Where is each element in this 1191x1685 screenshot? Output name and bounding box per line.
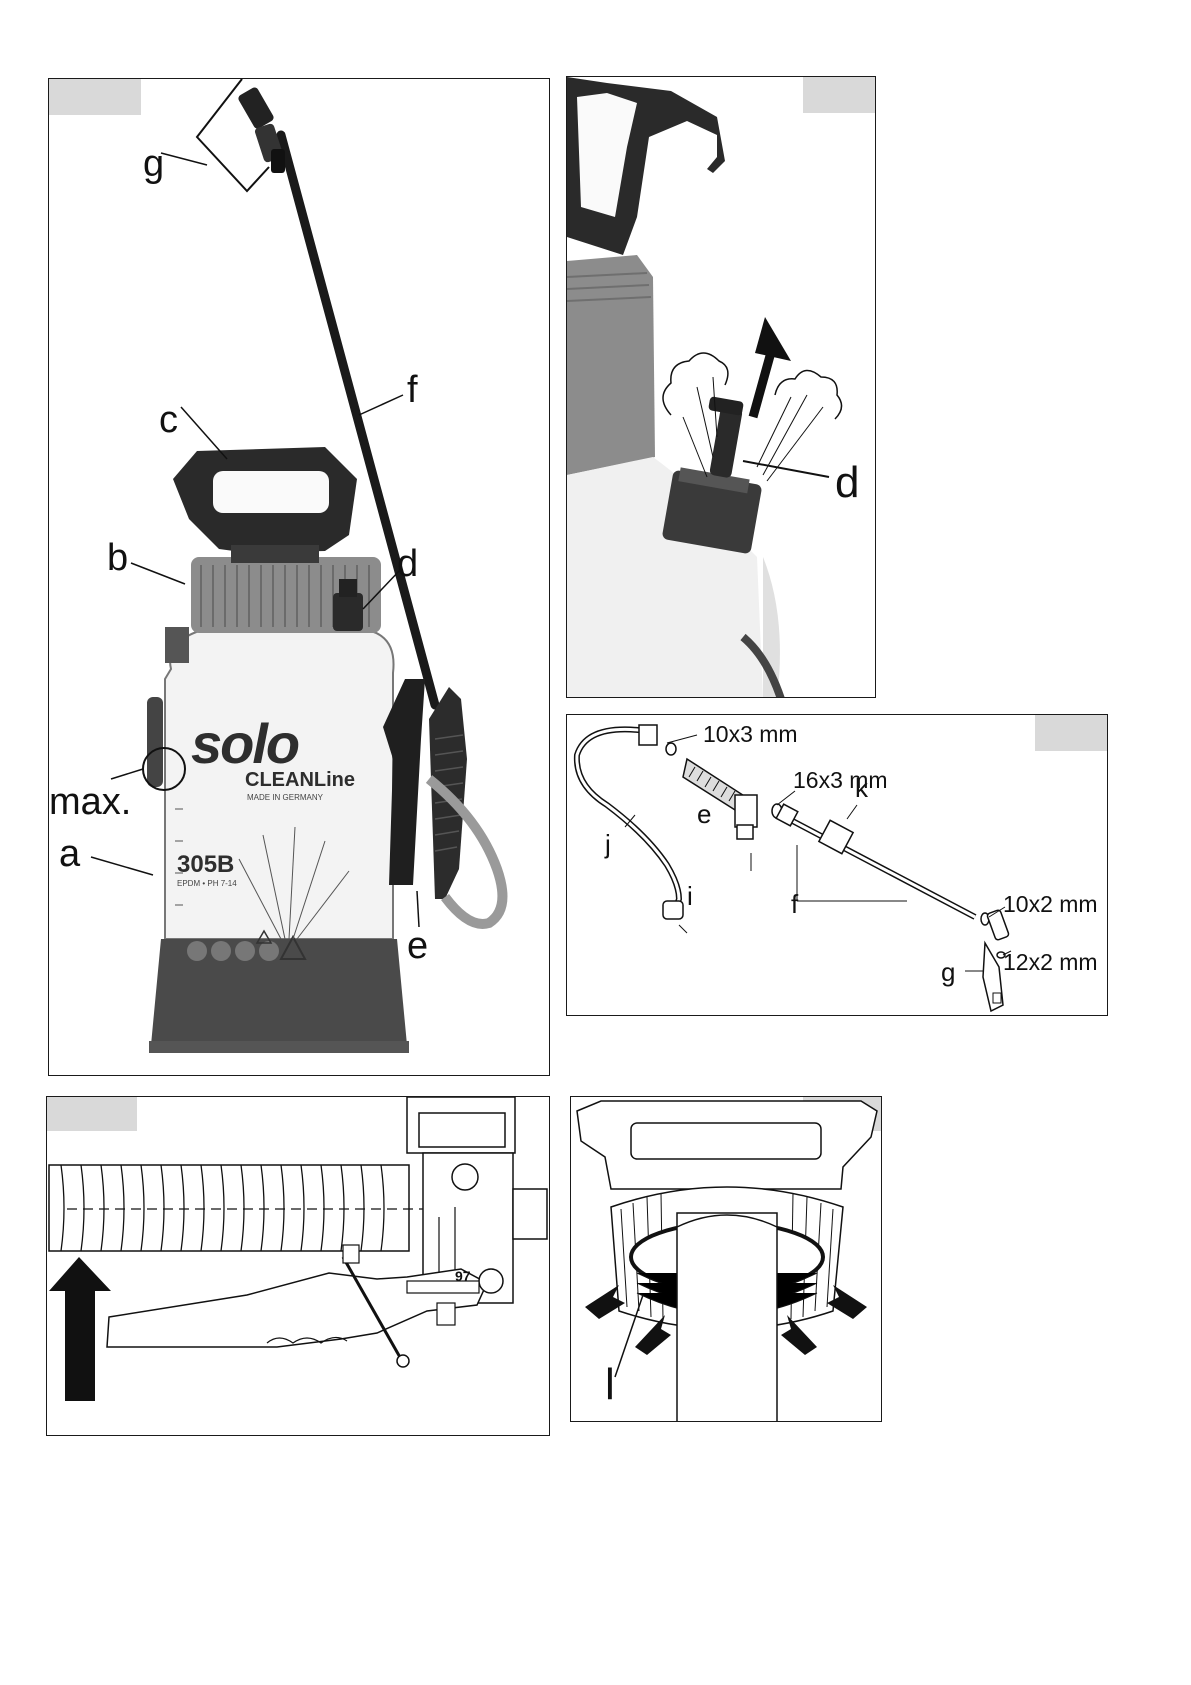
valve-number-circle — [452, 1164, 478, 1190]
brand-logo: solo — [191, 711, 298, 776]
label-i: i — [687, 883, 693, 909]
made-in-label: MADE IN GERMANY — [247, 793, 323, 802]
figure-4-handle-illustration — [47, 1097, 550, 1436]
figure-4-panel: 97 — [46, 1096, 550, 1436]
figure-5-seal-illustration — [571, 1097, 882, 1422]
hose-end-fitting-i — [663, 901, 683, 919]
label-e: e — [407, 927, 428, 965]
model-number-label: 305B — [177, 851, 234, 879]
figure-2-pressure-release-illustration — [567, 77, 876, 698]
label-d: d — [397, 545, 418, 583]
label-f: f — [791, 891, 798, 917]
measurement-10x3: 10x3 mm — [703, 723, 798, 746]
measurement-16x3: 16x3 mm — [793, 769, 888, 792]
relief-valve-stem — [709, 406, 743, 479]
measurement-10x2: 10x2 mm — [1003, 893, 1098, 916]
label-a: a — [59, 835, 80, 873]
figure-5-panel: l — [570, 1096, 882, 1422]
label-g: g — [143, 145, 164, 183]
figure-2-panel: d — [566, 76, 876, 698]
spray-nozzle — [237, 86, 275, 130]
label-j: j — [605, 831, 611, 857]
valve-number-label: 97 — [455, 1268, 471, 1284]
label-b: b — [107, 539, 128, 577]
figure-1-panel: solo CLEANLine MADE IN GERMANY 305B EPDM… — [48, 78, 550, 1076]
label-k: k — [855, 775, 868, 801]
push-up-arrow — [49, 1257, 111, 1401]
label-f: f — [407, 371, 418, 409]
label-d: d — [835, 461, 859, 505]
figure-3-panel: 10x3 mm 16x3 mm 10x2 mm 12x2 mm e k j f … — [566, 714, 1108, 1016]
pressure-relief-valve — [333, 593, 363, 631]
label-l: l — [605, 1363, 615, 1407]
product-line-label: CLEANLine — [245, 769, 355, 792]
pump-cylinder — [677, 1213, 777, 1422]
label-e: e — [697, 801, 711, 827]
label-g: g — [941, 959, 955, 985]
label-c: c — [159, 401, 178, 439]
measurement-12x2: 12x2 mm — [1003, 951, 1098, 974]
label-max: max. — [49, 783, 131, 821]
model-sub-label: EPDM • PH 7-14 — [177, 879, 237, 888]
